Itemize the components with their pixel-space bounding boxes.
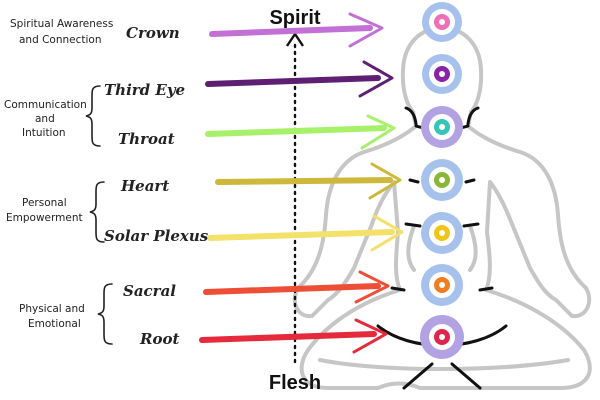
chakra-names: Crown Third Eye Throat Heart Solar Plexu…	[104, 24, 209, 348]
chakra-third-eye	[422, 54, 462, 94]
label-solar-plexus: Solar Plexus	[104, 227, 209, 245]
label-crown: Crown	[126, 24, 180, 42]
svg-text:Communication: Communication	[4, 99, 87, 111]
axis-bottom-label: Flesh	[269, 372, 321, 394]
svg-text:Empowerment: Empowerment	[6, 212, 83, 224]
group-personal: Personal Empowerment	[6, 197, 83, 224]
group-communication: Communication and Intuition	[4, 99, 87, 139]
svg-text:and Connection: and Connection	[19, 34, 102, 46]
arrow-crown	[209, 12, 384, 48]
arrow-throat	[205, 114, 396, 150]
group-spiritual: Spiritual Awareness and Connection	[10, 18, 113, 46]
group-brackets	[85, 85, 113, 345]
label-root: Root	[139, 330, 179, 348]
arrow-heart	[215, 162, 402, 200]
svg-text:Spiritual Awareness: Spiritual Awareness	[10, 18, 113, 30]
chakra-arrows	[199, 12, 404, 354]
chakra-crown	[422, 2, 462, 42]
chakra-solar-plexus	[421, 212, 463, 254]
chakra-circles	[420, 2, 464, 359]
chakra-heart	[421, 159, 463, 201]
svg-text:Physical and: Physical and	[19, 303, 85, 315]
svg-text:Personal: Personal	[22, 197, 67, 209]
svg-text:Intuition: Intuition	[22, 127, 66, 139]
label-heart: Heart	[120, 177, 169, 195]
arrow-solar-plexus	[207, 214, 404, 252]
axis-top-label: Spirit	[269, 7, 320, 29]
bracket-communication	[85, 85, 101, 147]
label-throat: Throat	[118, 130, 175, 148]
bracket-physical	[97, 283, 113, 345]
group-physical: Physical and Emotional	[19, 303, 85, 330]
arrow-sacral	[203, 270, 390, 304]
label-third-eye: Third Eye	[104, 81, 185, 99]
spirit-flesh-axis: Spirit Flesh	[269, 7, 321, 394]
group-labels: Spiritual Awareness and Connection Commu…	[4, 18, 113, 330]
chakra-throat	[421, 106, 463, 148]
svg-text:Emotional: Emotional	[28, 318, 81, 330]
chakra-root	[420, 315, 464, 359]
label-sacral: Sacral	[123, 282, 176, 300]
arrow-root	[199, 318, 388, 354]
svg-text:and: and	[35, 113, 55, 125]
bracket-personal	[89, 181, 105, 243]
arrow-third-eye	[205, 60, 394, 98]
chakra-sacral	[421, 264, 463, 306]
